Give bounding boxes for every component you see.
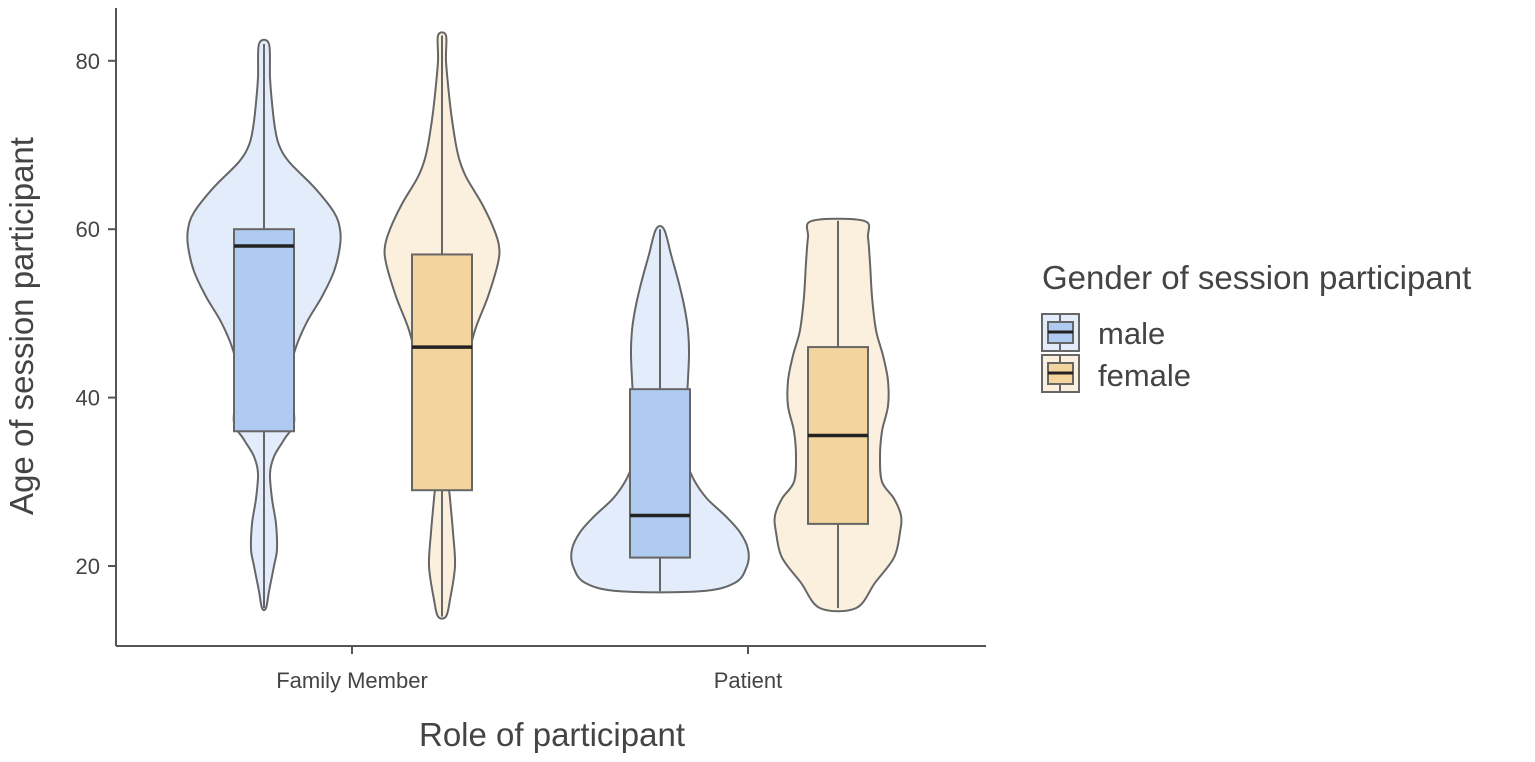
boxplot-male-patient bbox=[629, 229, 691, 592]
boxplot-male-family-member bbox=[233, 43, 295, 609]
x-axis: Family Member Patient bbox=[116, 645, 986, 693]
box-male-patient bbox=[629, 388, 691, 559]
box-male-family-member bbox=[233, 228, 295, 433]
box-female-family-member bbox=[411, 253, 473, 492]
boxplot-female-family-member bbox=[411, 35, 473, 617]
boxplot-female-patient bbox=[807, 220, 869, 609]
y-tick-label-80: 80 bbox=[76, 49, 100, 74]
legend-label-female: female bbox=[1098, 358, 1191, 393]
legend-title: Gender of session participant bbox=[1042, 259, 1471, 296]
y-axis: 20 40 60 80 bbox=[76, 8, 117, 646]
x-tick-label-family-member: Family Member bbox=[276, 668, 428, 693]
legend-label-male: male bbox=[1098, 316, 1165, 351]
box-layer bbox=[233, 35, 869, 617]
y-tick-label-40: 40 bbox=[76, 386, 100, 411]
legend-key-female bbox=[1041, 354, 1080, 393]
x-axis-title: Role of participant bbox=[419, 716, 685, 753]
legend: Gender of session participant male femal… bbox=[1041, 259, 1471, 393]
y-tick-label-20: 20 bbox=[76, 554, 100, 579]
x-tick-label-patient: Patient bbox=[714, 668, 783, 693]
legend-key-male bbox=[1041, 313, 1080, 352]
y-axis-title: Age of session participant bbox=[3, 137, 40, 515]
y-tick-label-60: 60 bbox=[76, 217, 100, 242]
